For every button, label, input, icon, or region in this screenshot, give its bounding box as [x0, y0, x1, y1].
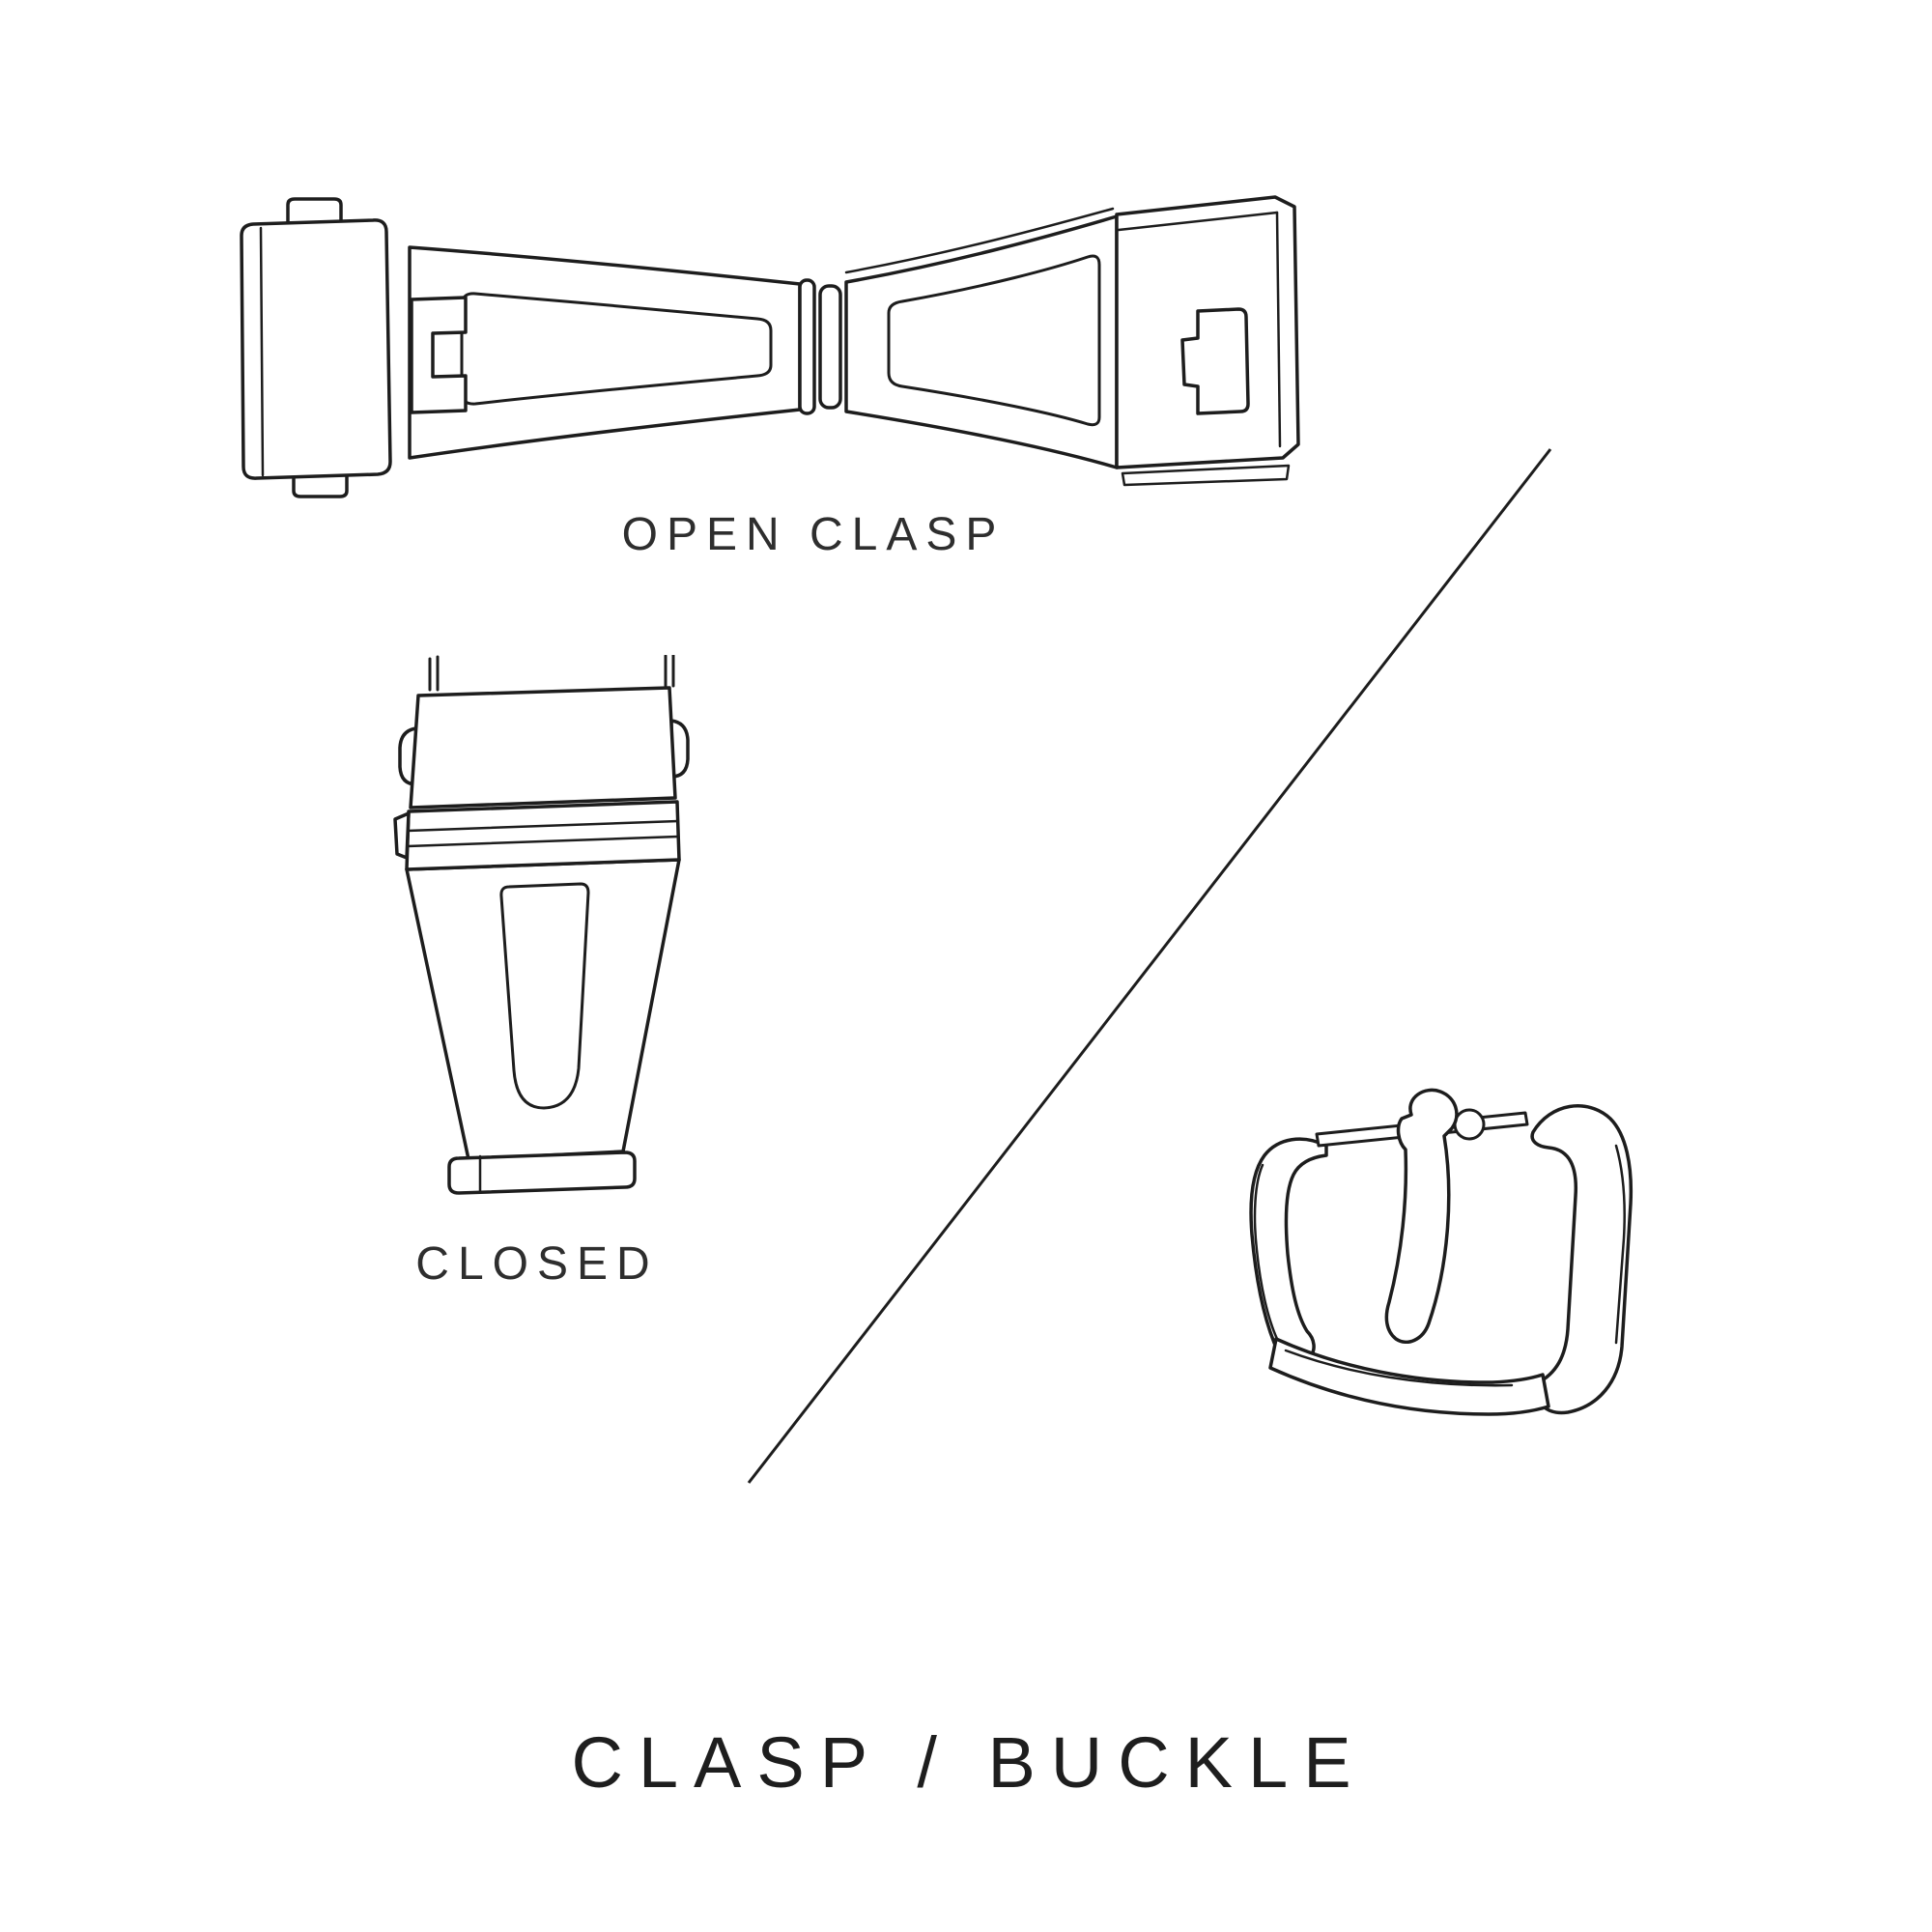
buckle-illustration — [1249, 1088, 1634, 1416]
closed-label: CLOSED — [415, 1238, 659, 1290]
open-clasp-illustration — [240, 195, 1300, 498]
open-clasp-label: OPEN CLASP — [621, 509, 1006, 560]
closed-clasp-illustration — [393, 655, 690, 1195]
page-title: CLASP / BUCKLE — [571, 1722, 1367, 1803]
diagonal-divider-line — [747, 448, 1552, 1484]
